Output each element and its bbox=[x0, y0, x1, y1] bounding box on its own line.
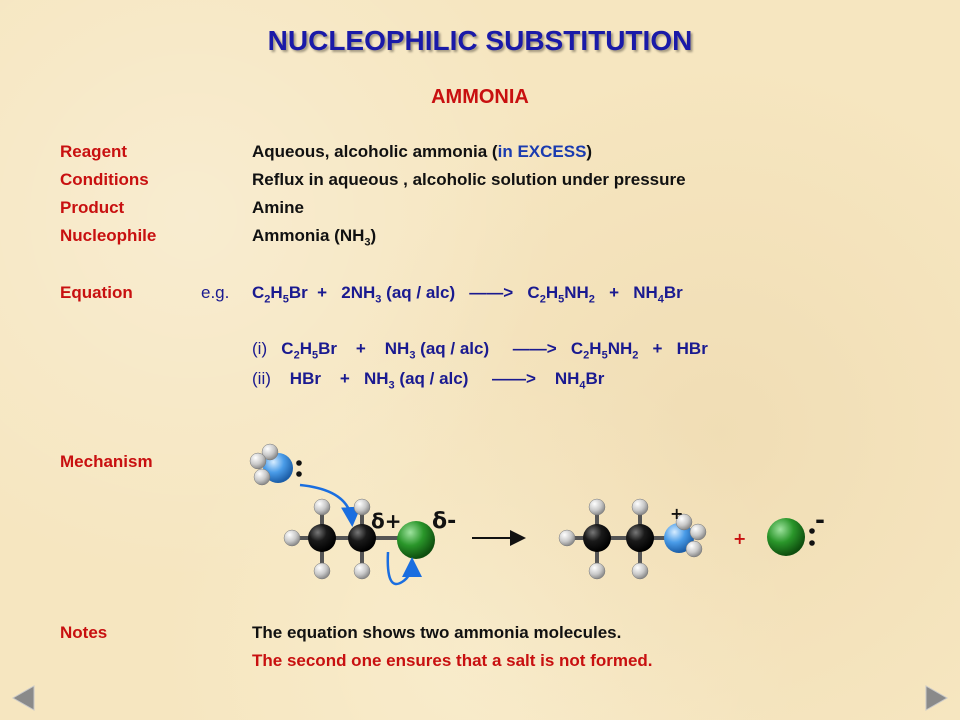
next-slide-button[interactable] bbox=[922, 684, 950, 712]
equation-step-2: (ii) HBr + NH3 (aq / alc) ——> NH4Br bbox=[252, 369, 605, 392]
page-subtitle: AMMONIA bbox=[431, 86, 529, 108]
bromide-ion bbox=[767, 518, 815, 556]
reagent-highlight: in EXCESS bbox=[497, 142, 587, 161]
reagent-label: Reagent bbox=[60, 142, 128, 161]
notes-label: Notes bbox=[60, 623, 108, 642]
plus-sign: + bbox=[733, 529, 746, 548]
triangle-right-icon bbox=[925, 685, 949, 711]
hydrogen-atom bbox=[253, 468, 271, 486]
triangle-left-icon bbox=[11, 685, 35, 711]
hydrogen-atom bbox=[353, 562, 371, 580]
product-positive-charge: + bbox=[670, 504, 683, 523]
nitrogen-atom bbox=[664, 523, 694, 553]
lone-pair-dot bbox=[296, 471, 302, 477]
nitrogen-atom bbox=[263, 453, 293, 483]
carbon-atom bbox=[348, 524, 376, 552]
hydrogen-atom bbox=[689, 523, 707, 541]
bromide-negative-charge: - bbox=[815, 506, 825, 534]
notes-line-1: The equation shows two ammonia molecules… bbox=[252, 623, 622, 642]
equation-label: Equation bbox=[60, 283, 133, 302]
nucleophile-value: Ammonia (NH3) bbox=[252, 226, 377, 249]
hydrogen-atom bbox=[588, 498, 606, 516]
reagent-value: Aqueous, alcoholic ammonia (in EXCESS) bbox=[252, 142, 593, 161]
mechanism-diagram: δ+ δ- + + - bbox=[249, 443, 825, 586]
hydrogen-atom bbox=[249, 452, 267, 470]
mechanism-label: Mechanism bbox=[60, 452, 153, 471]
main-equation: C2H5Br + 2NH3 (aq / alc) ——> C2H5NH2 + N… bbox=[252, 283, 683, 306]
ammonia-molecule bbox=[249, 443, 302, 486]
bromoethane-molecule bbox=[283, 498, 435, 580]
product-label: Product bbox=[60, 198, 125, 217]
lone-pair-dot bbox=[296, 460, 302, 466]
notes-line-2: The second one ensures that a salt is no… bbox=[252, 651, 653, 670]
delta-minus-label: δ- bbox=[432, 509, 456, 534]
curly-arrow-leaving bbox=[386, 551, 422, 586]
hydrogen-atom bbox=[353, 498, 371, 516]
previous-slide-button[interactable] bbox=[10, 684, 38, 712]
ethylammonium-ion bbox=[558, 498, 707, 580]
carbon-atom bbox=[583, 524, 611, 552]
carbon-atom bbox=[626, 524, 654, 552]
hydrogen-atom bbox=[313, 562, 331, 580]
equation-step-1: (i) C2H5Br + NH3 (aq / alc) ——> C2H5NH2 … bbox=[252, 339, 708, 362]
conditions-label: Conditions bbox=[60, 170, 149, 189]
conditions-value: Reflux in aqueous , alcoholic solution u… bbox=[252, 170, 686, 189]
eg-label: e.g. bbox=[201, 283, 230, 302]
hydrogen-atom bbox=[261, 443, 279, 461]
bromine-atom bbox=[397, 521, 435, 559]
lone-pair-dot bbox=[809, 528, 815, 534]
hydrogen-atom bbox=[588, 562, 606, 580]
hydrogen-atom bbox=[675, 513, 693, 531]
bromine-atom bbox=[767, 518, 805, 556]
page-title: NUCLEOPHILIC SUBSTITUTION bbox=[267, 25, 693, 56]
hydrogen-atom bbox=[558, 529, 576, 547]
hydrogen-atom bbox=[283, 529, 301, 547]
nucleophile-label: Nucleophile bbox=[60, 226, 157, 245]
hydrogen-atom bbox=[631, 498, 649, 516]
delta-plus-label: δ+ bbox=[371, 509, 402, 533]
hydrogen-atom bbox=[685, 540, 703, 558]
product-value: Amine bbox=[252, 198, 304, 217]
lone-pair-dot bbox=[809, 540, 815, 546]
curly-arrow-attack bbox=[299, 483, 362, 527]
hydrogen-atom bbox=[313, 498, 331, 516]
carbon-atom bbox=[308, 524, 336, 552]
hydrogen-atom bbox=[631, 562, 649, 580]
